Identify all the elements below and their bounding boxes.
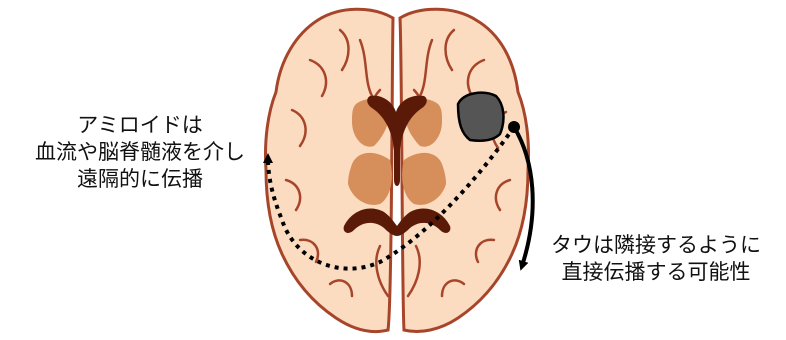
amyloid-label-line-2: 血流や脳脊髄液を介し: [6, 139, 274, 166]
amyloid-label-line-1: アミロイドは: [6, 112, 274, 139]
tau-spread-label: タウは隣接するように 直接伝播する可能性: [526, 232, 786, 286]
tau-label-line-2: 直接伝播する可能性: [526, 259, 786, 286]
tau-lesion: [458, 93, 503, 141]
amyloid-label-line-3: 遠隔的に伝播: [6, 166, 274, 193]
amyloid-spread-label: アミロイドは 血流や脳脊髄液を介し 遠隔的に伝播: [6, 112, 274, 193]
tau-label-line-1: タウは隣接するように: [526, 232, 786, 259]
